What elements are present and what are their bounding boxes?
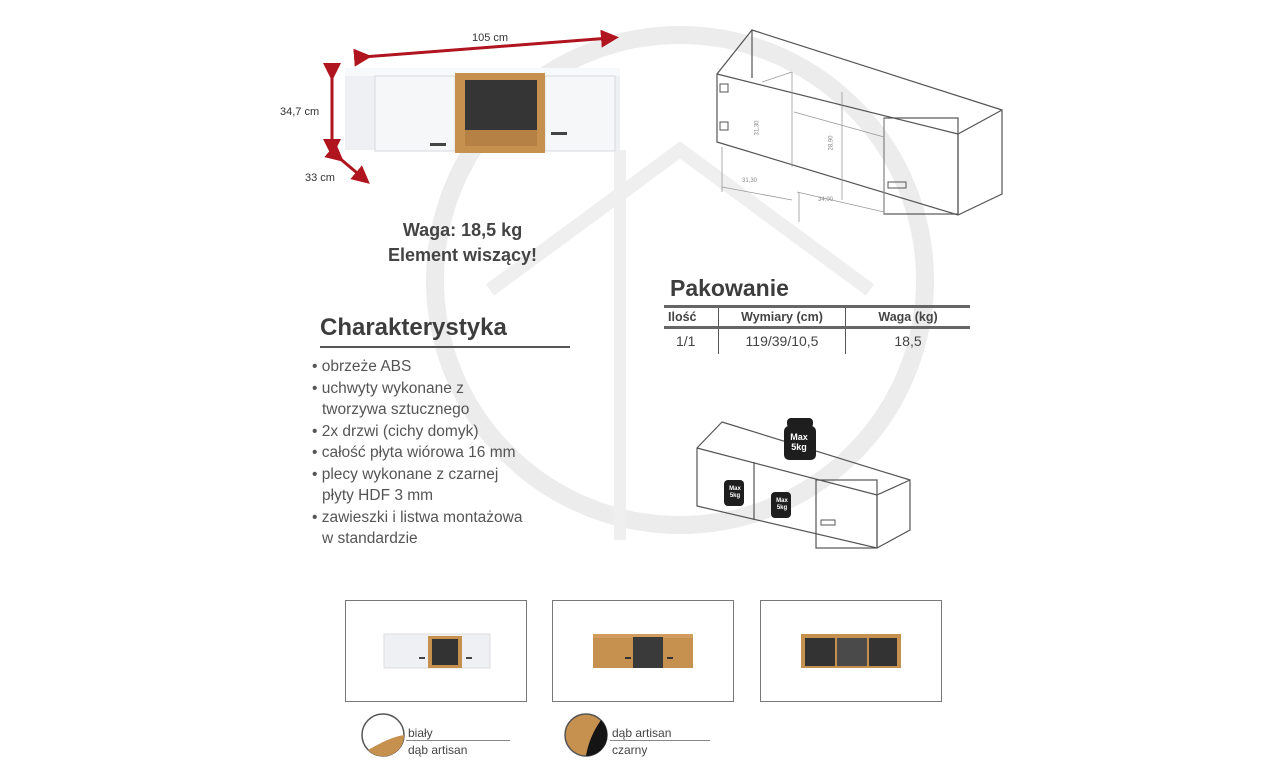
packaging-qty: 1/1 xyxy=(664,327,719,354)
drawing-dim-c: 31,30 xyxy=(754,120,761,136)
product-photo xyxy=(323,29,620,184)
width-dimension-label: 105 cm xyxy=(472,32,509,44)
technical-drawing xyxy=(716,29,1003,222)
packaging-header-dims: Wymiary (cm) xyxy=(718,306,846,328)
packaging-title: Pakowanie xyxy=(670,275,789,301)
drawing-dim-a: 31,30 xyxy=(742,178,758,184)
swatch-label-top: dąb artisan xyxy=(612,726,672,740)
swatch-label-top: biały xyxy=(408,726,433,740)
swatch-oak-black[interactable] xyxy=(563,712,609,758)
characteristics-title: Charakterystyka xyxy=(320,314,507,341)
drawing-dim-b: 34,00 xyxy=(818,197,834,203)
drawing-dim-d: 28,90 xyxy=(828,135,835,151)
packaging-weight: 18,5 xyxy=(894,333,922,350)
packaging-header-qty: Ilość xyxy=(664,306,719,328)
packaging-table: Ilość Wymiary (cm) Waga (kg) 1/1 119/39/… xyxy=(664,305,970,354)
variant-thumbnail-white[interactable] xyxy=(345,600,527,702)
depth-dimension-label: 33 cm xyxy=(305,172,335,184)
variant-thumbnail-oak[interactable] xyxy=(552,600,734,702)
swatch-label-bottom: czarny xyxy=(612,743,648,757)
packaging-header-weight: Waga (kg) xyxy=(878,310,938,324)
variant-thumbnail-oak-black[interactable] xyxy=(760,600,942,702)
swatch-divider xyxy=(610,740,710,741)
feature-item: całość płyta wiórowa 16 mm xyxy=(312,442,592,464)
feature-item: 2x drzwi (cichy domyk) xyxy=(312,421,592,443)
swatch-label-bottom: dąb artisan xyxy=(408,743,468,757)
swatch-white-oak[interactable] xyxy=(360,712,406,758)
height-dimension-label: 34,7 cm xyxy=(280,106,320,118)
packaging-dims: 119/39/10,5 xyxy=(718,327,846,354)
swatch-divider xyxy=(406,740,510,741)
weight-info: Waga: 18,5 kg xyxy=(402,220,523,240)
characteristics-underline xyxy=(320,346,570,348)
watermark-logo xyxy=(426,26,934,540)
load-capacity-drawing xyxy=(696,418,911,549)
hanging-notice: Element wiszący! xyxy=(387,245,538,265)
feature-item: obrzeże ABS xyxy=(312,356,592,378)
